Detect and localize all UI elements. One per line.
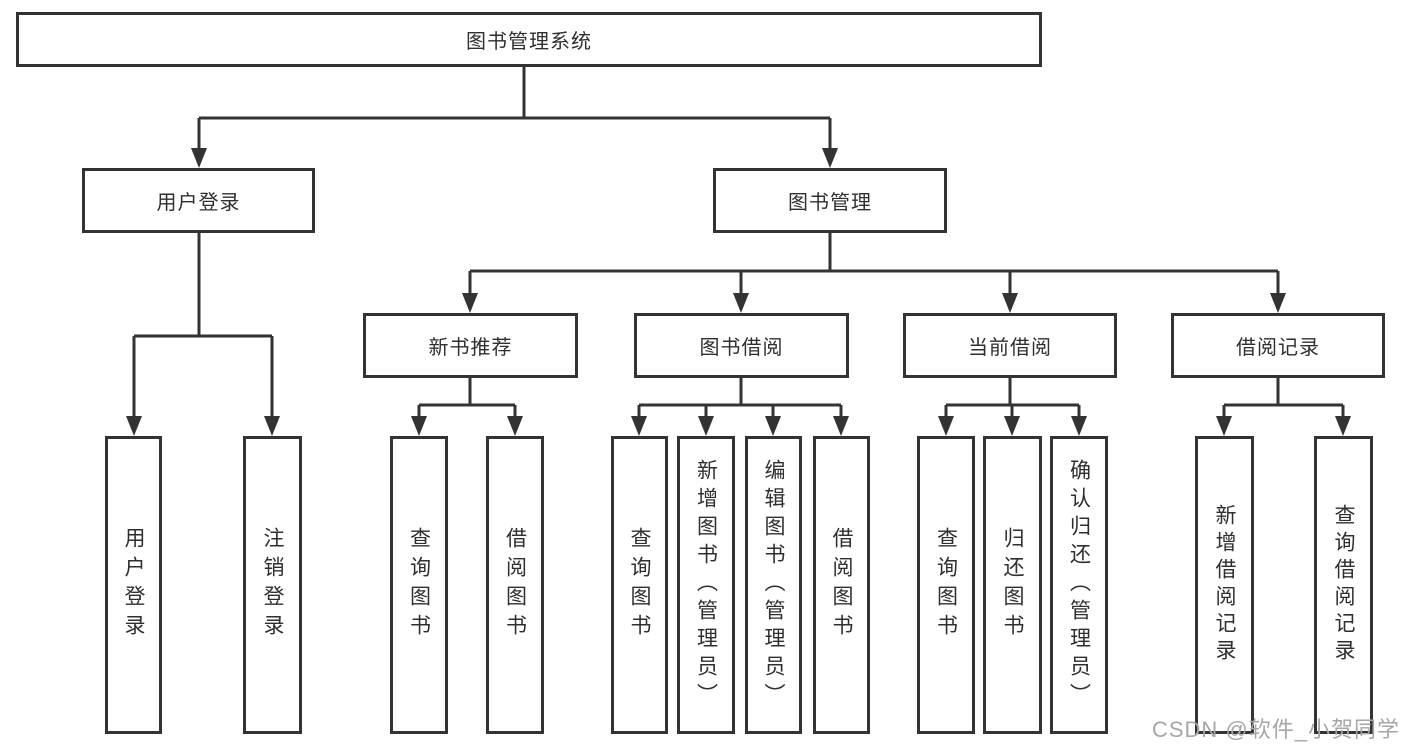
leaf-borrow-books-recommend: 借阅图书 xyxy=(486,436,544,734)
node-book-management: 图书管理 xyxy=(713,168,947,233)
node-new-book-recommendation: 新书推荐 xyxy=(363,313,578,378)
leaf-logout-login: 注销登录 xyxy=(243,436,302,734)
leaf-edit-books-admin: 编辑图书（管理员） xyxy=(745,436,802,734)
leaf-user-login: 用户登录 xyxy=(105,436,162,734)
leaf-query-borrow-record: 查询借阅记录 xyxy=(1314,436,1373,734)
leaf-add-borrow-record: 新增借阅记录 xyxy=(1195,436,1254,734)
arrowheads xyxy=(126,148,1351,436)
leaf-borrow-books: 借阅图书 xyxy=(813,436,870,734)
node-borrowing-records: 借阅记录 xyxy=(1171,313,1385,378)
leaf-confirm-return-admin: 确认归还（管理员） xyxy=(1050,436,1108,734)
leaf-query-books-borrowing: 查询图书 xyxy=(611,436,668,734)
node-library-management-system: 图书管理系统 xyxy=(16,12,1042,67)
leaf-return-books: 归还图书 xyxy=(983,436,1042,734)
leaf-query-books-recommend: 查询图书 xyxy=(390,436,448,734)
node-book-borrowing: 图书借阅 xyxy=(634,313,849,378)
leaf-query-books-current: 查询图书 xyxy=(917,436,975,734)
csdn-watermark: CSDN @软件_小贺同学 xyxy=(1151,717,1400,742)
node-user-login: 用户登录 xyxy=(82,168,315,233)
leaf-add-books-admin: 新增图书（管理员） xyxy=(677,436,735,734)
node-current-borrowing: 当前借阅 xyxy=(903,313,1117,378)
